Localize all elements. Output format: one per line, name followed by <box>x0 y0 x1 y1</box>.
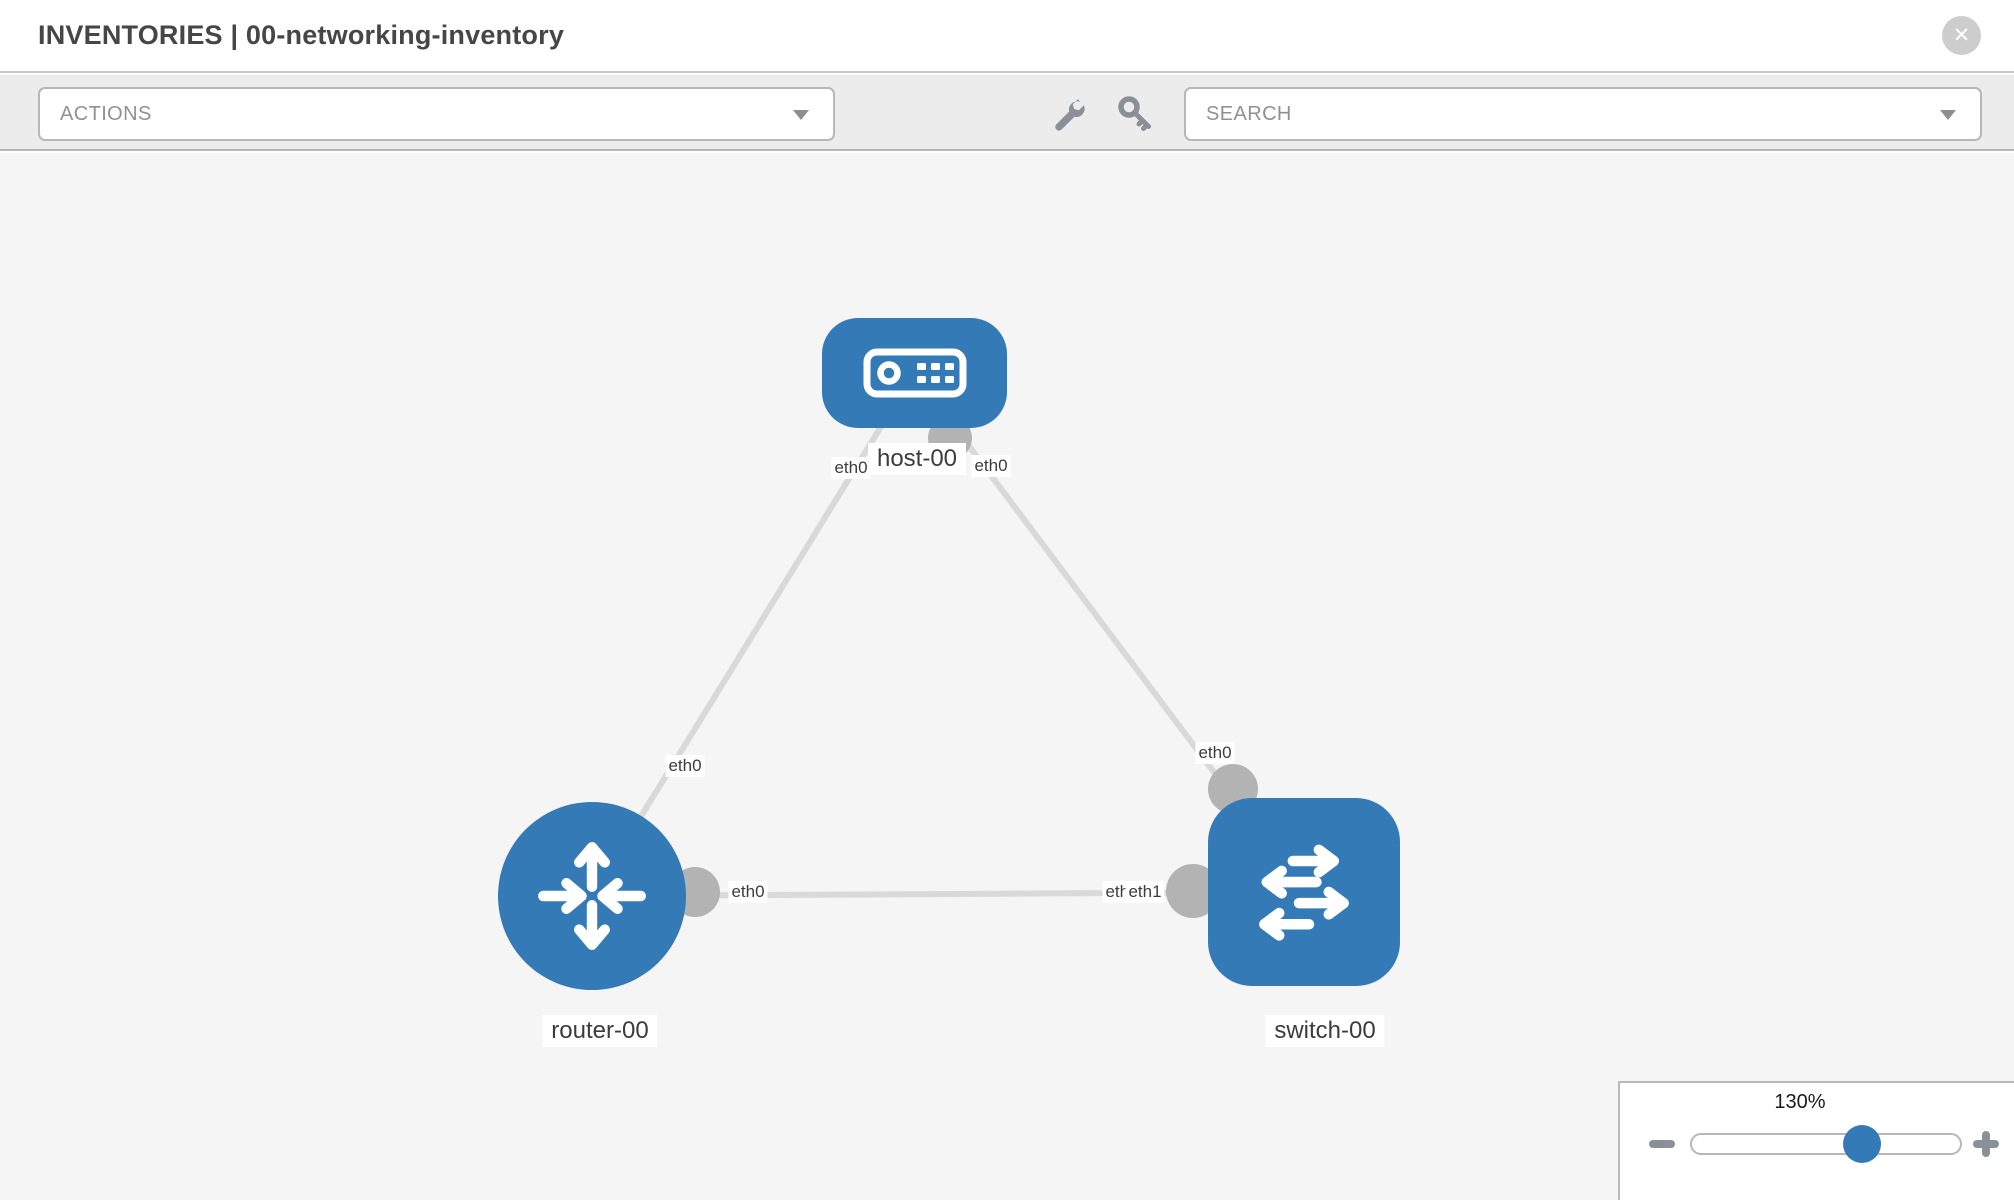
node-label-router: router-00 <box>542 1015 658 1047</box>
search-dropdown[interactable]: SEARCH <box>1184 87 1982 141</box>
switch-icon <box>1259 844 1349 941</box>
links-layer <box>589 371 1307 899</box>
interface-badge: eth1 <box>1125 881 1165 903</box>
interface-badge: eth0 <box>831 457 871 479</box>
zoom-level-value: 130% <box>1774 1091 1826 1113</box>
node-label-host: host-00 <box>867 443 967 475</box>
zoom-in-button[interactable] <box>1972 1130 2000 1158</box>
chevron-down-icon <box>793 110 809 120</box>
search-dropdown-label: SEARCH <box>1206 103 1292 125</box>
node-switch-00[interactable] <box>1208 798 1400 986</box>
zoom-out-button[interactable] <box>1648 1130 1676 1158</box>
interface-badge: eth0 <box>665 755 705 777</box>
page-header: INVENTORIES | 00-networking-inventory ✕ <box>0 0 2014 73</box>
page-title: INVENTORIES | 00-networking-inventory <box>38 20 565 50</box>
node-host-00[interactable] <box>822 318 1007 428</box>
chevron-down-icon <box>1940 110 1956 120</box>
server-icon <box>863 348 966 398</box>
topology-canvas[interactable]: host-00 router-00 switch-00 eth0 eth0 et… <box>0 153 2014 1200</box>
key-icon <box>1118 96 1151 131</box>
x-circle-icon: ✕ <box>1952 24 1971 47</box>
node-label-switch: switch-00 <box>1265 1015 1385 1047</box>
interface-badge: eth0 <box>728 881 768 903</box>
router-icon <box>538 842 646 950</box>
wrench-icon <box>1055 99 1085 131</box>
zoom-control-panel: 130% <box>1618 1081 2014 1200</box>
toolbar: ACTIONS SEARCH <box>0 75 2014 151</box>
wrench-button[interactable] <box>1050 95 1086 131</box>
close-button[interactable]: ✕ <box>1942 16 1981 55</box>
actions-dropdown-label: ACTIONS <box>60 103 152 125</box>
zoom-slider-handle[interactable] <box>1843 1125 1881 1163</box>
key-button[interactable] <box>1117 95 1153 131</box>
interface-badge: eth0 <box>1195 742 1235 764</box>
actions-dropdown[interactable]: ACTIONS <box>38 87 835 141</box>
interface-badge: eth0 <box>971 455 1011 477</box>
zoom-slider-track[interactable] <box>1690 1125 1962 1163</box>
node-router-00[interactable] <box>498 802 686 990</box>
